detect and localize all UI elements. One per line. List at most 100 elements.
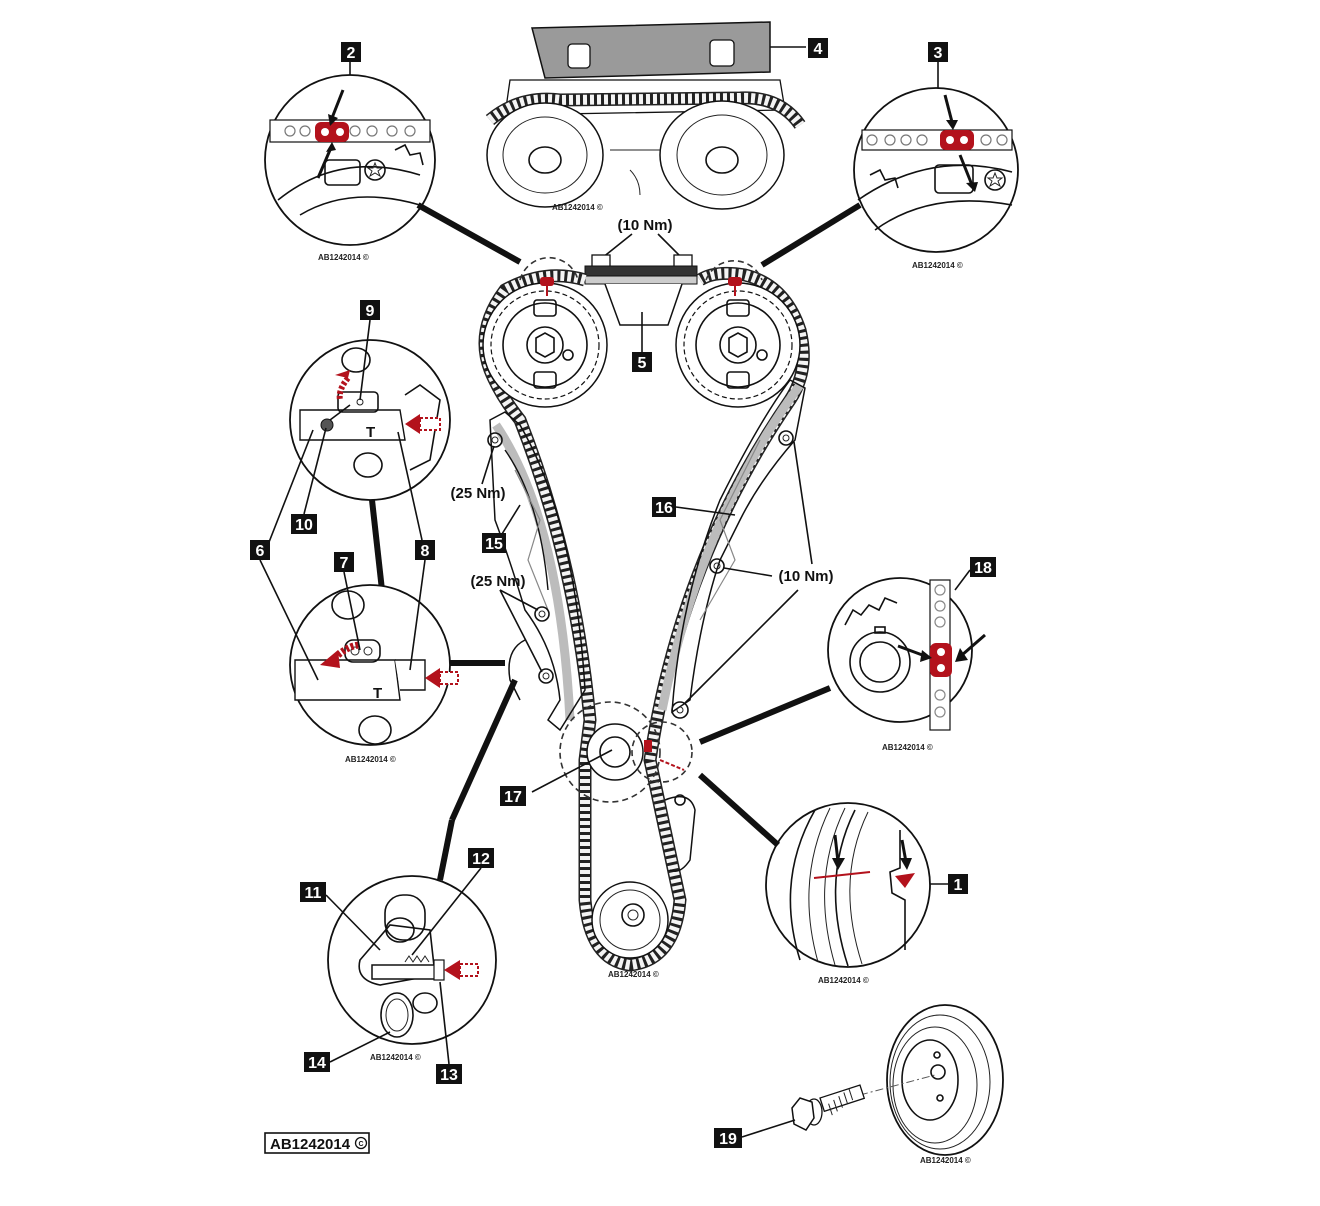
svg-text:1: 1 — [954, 877, 963, 894]
spring-icon — [404, 955, 430, 963]
callout-3 — [928, 42, 948, 62]
svg-text:10: 10 — [295, 517, 313, 534]
arrow-down-icon — [943, 94, 954, 123]
callout-4 — [808, 38, 828, 58]
torx-bolt-icon — [986, 171, 1004, 188]
torx-bolt-icon — [366, 161, 384, 178]
svg-text:12: 12 — [472, 851, 490, 868]
arrow-red-push-icon — [425, 668, 440, 688]
exhaust-cam-sprocket-top — [659, 100, 785, 210]
torque-upper-guide: (10 Nm) — [617, 217, 672, 234]
svg-text:AB1242014 ©: AB1242014 © — [608, 970, 659, 979]
crank-pulley-and-bolt: 19 AB1242014 © — [714, 1004, 1004, 1165]
callout-15 — [482, 533, 506, 553]
cam-mark-intake — [540, 277, 554, 286]
figure-reference: AB1242014 C — [264, 1132, 370, 1154]
detail-3-circle: 3 AB1242014 © — [853, 42, 1019, 270]
arrow-red-rotate-icon — [320, 650, 340, 668]
callout-10 — [291, 514, 317, 534]
svg-text:AB1242014 ©: AB1242014 © — [920, 1156, 971, 1165]
crank-mark — [644, 740, 652, 752]
arrow-down-icon — [833, 834, 840, 863]
svg-text:9: 9 — [366, 303, 375, 320]
svg-text:AB1242014 ©: AB1242014 © — [818, 976, 869, 985]
arrow-down-icon — [958, 154, 974, 186]
svg-text:2: 2 — [347, 45, 356, 62]
marked-chain-link — [940, 130, 974, 150]
callout-14 — [304, 1052, 330, 1072]
detail-2-circle: 2 AB1242014 © — [264, 42, 436, 262]
torque-fixed-rail: (10 Nm) — [778, 568, 833, 585]
marked-chain-link — [930, 643, 952, 677]
upper-chain-guide — [604, 283, 683, 326]
callout-1 — [948, 874, 968, 894]
svg-text:3: 3 — [934, 45, 943, 62]
crankshaft-pulley — [886, 1004, 1004, 1156]
callout-8 — [415, 540, 435, 560]
tool-stud-right — [709, 39, 735, 67]
callout-6 — [250, 540, 270, 560]
arrow-up-icon — [316, 149, 332, 179]
callout-16 — [652, 497, 676, 517]
oil-pump-sprocket — [591, 881, 669, 959]
arrow-red-push-icon — [405, 414, 420, 434]
callout-9 — [360, 300, 380, 320]
callout-7 — [334, 552, 354, 572]
svg-text:7: 7 — [340, 555, 349, 572]
arrow-left-icon — [961, 633, 986, 657]
svg-text:AB1242014 ©: AB1242014 © — [882, 743, 933, 752]
svg-text:14: 14 — [308, 1055, 326, 1072]
detail-1-circle: 1 AB1242014 © — [765, 802, 968, 985]
copyright-icon — [354, 1136, 368, 1150]
main-assembly: (10 Nm) 5 — [450, 217, 833, 979]
crank-pulley-mark — [813, 871, 871, 879]
callout-12 — [468, 848, 494, 868]
svg-text:18: 18 — [974, 560, 992, 577]
detail-oil-pump-tensioner: 11 12 13 14 AB1242014 © — [300, 678, 518, 1084]
svg-text:11: 11 — [305, 885, 322, 902]
svg-text:AB1242014 ©: AB1242014 © — [370, 1053, 421, 1062]
svg-text:8: 8 — [421, 543, 430, 560]
hex-bolt-icon — [535, 332, 555, 358]
arrow-down-icon — [330, 89, 345, 119]
camshaft-tool-view: AB1242014 © — [485, 21, 806, 212]
svg-text:16: 16 — [655, 500, 673, 517]
detail-18-circle: 18 AB1242014 © — [827, 557, 996, 752]
tool-stud-left — [567, 43, 591, 69]
svg-text:AB1242014 ©: AB1242014 © — [318, 253, 369, 262]
callout-17 — [500, 786, 526, 806]
detail-tensioner-released: T 6 7 8 AB1242014 © — [250, 429, 505, 764]
marked-chain-link — [315, 122, 349, 142]
svg-text:13: 13 — [440, 1067, 458, 1084]
svg-text:17: 17 — [504, 789, 522, 806]
svg-text:AB1242014 ©: AB1242014 © — [912, 261, 963, 270]
svg-text:T: T — [373, 685, 382, 702]
crankshaft-sprocket — [586, 723, 644, 781]
figure-ref-text: AB1242014 — [270, 1136, 351, 1153]
intake-cam-sprocket-top — [486, 102, 604, 208]
cam-mark-exhaust — [728, 277, 742, 286]
bolt-shank — [819, 1084, 866, 1113]
svg-text:6: 6 — [256, 543, 265, 560]
timing-pointer — [895, 873, 915, 888]
svg-text:4: 4 — [814, 41, 823, 58]
detail-tensioner-locked: T 9 10 — [289, 300, 451, 534]
fixed-guide-rail — [657, 382, 804, 711]
bolt-head-icon — [791, 1097, 815, 1131]
arrow-right-icon — [897, 644, 926, 658]
svg-text:AB1242014 ©: AB1242014 © — [345, 755, 396, 764]
arrow-red-push-icon — [444, 960, 460, 980]
callout-18 — [970, 557, 996, 577]
arrow-red-rotate-icon — [335, 370, 350, 378]
o-ring — [380, 992, 414, 1038]
svg-text:15: 15 — [485, 536, 503, 553]
svg-text:5: 5 — [638, 355, 647, 372]
ref-label: AB1242014 © — [552, 203, 603, 212]
callout-11 — [300, 882, 326, 902]
hex-bolt-icon — [728, 332, 748, 358]
callout-5 — [632, 352, 652, 372]
callout-2 — [341, 42, 361, 62]
tensioner-guide-rail — [492, 422, 575, 721]
svg-text:C: C — [358, 1141, 363, 1148]
